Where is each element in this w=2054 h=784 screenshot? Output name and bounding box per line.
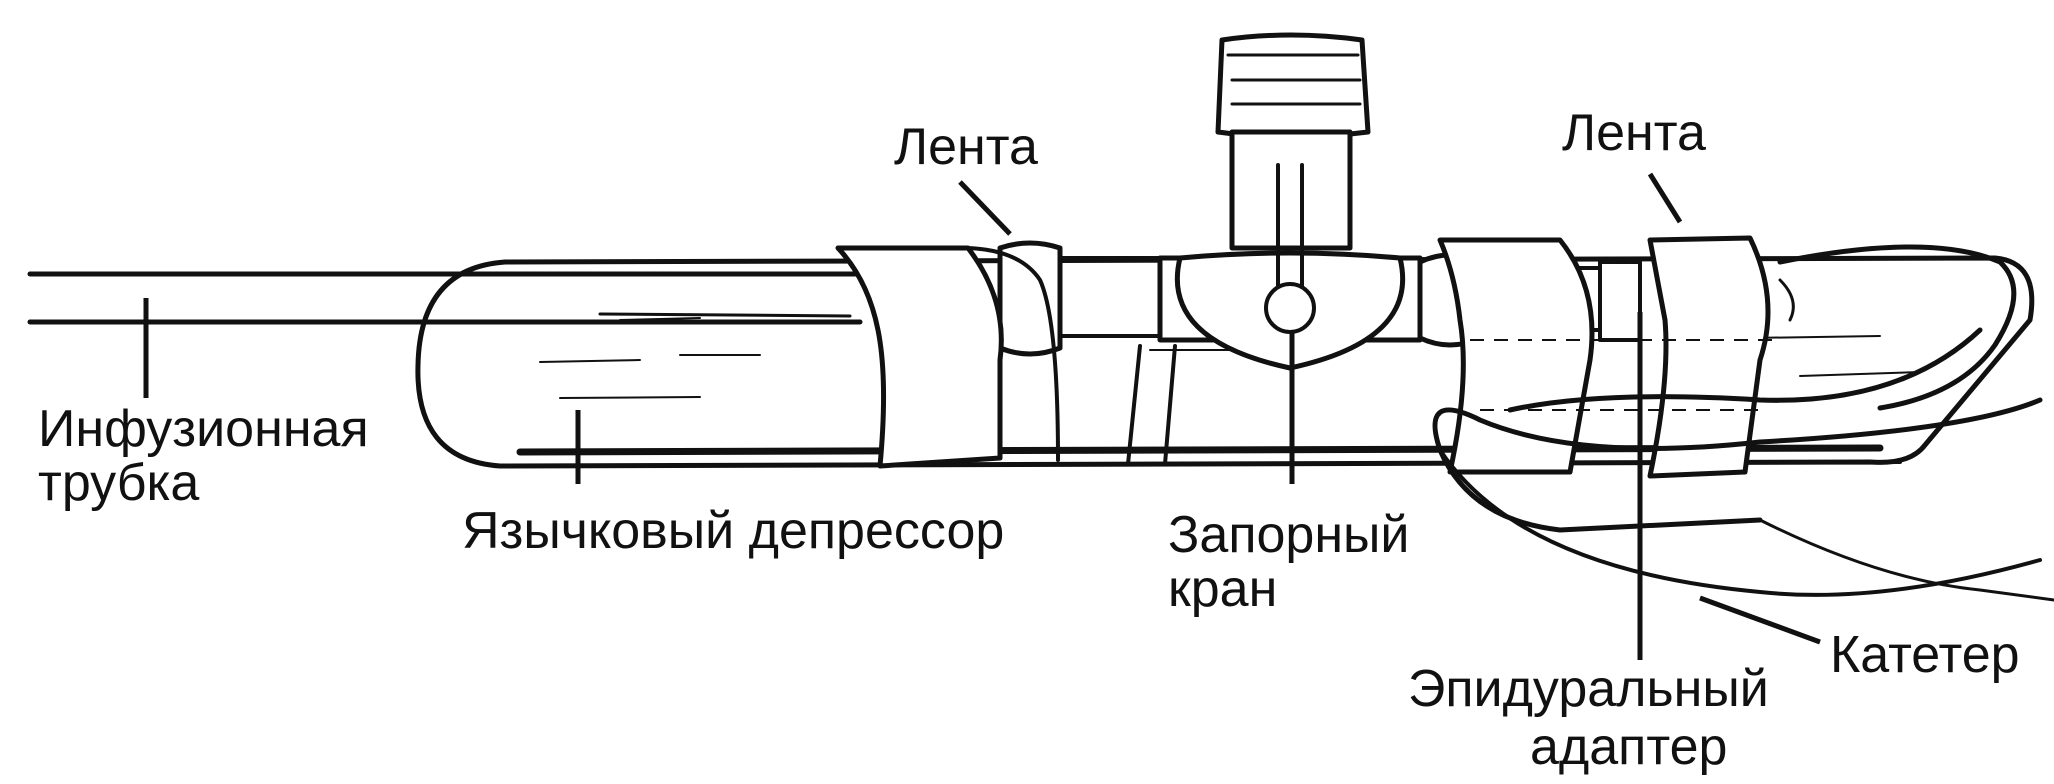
- stopcock: [1126, 32, 1423, 466]
- label-stopcock-line2: кран: [1168, 560, 1277, 618]
- tube-connector: [997, 240, 1162, 357]
- label-epidural-adapter-line1: Эпидуральный: [1408, 660, 1769, 718]
- tape-left: [835, 245, 1060, 469]
- label-infusion-tube-line2: трубка: [38, 454, 199, 512]
- leader-tape-right: [1647, 172, 1683, 224]
- labels: Инфузионная трубка Язычковый депрессор Л…: [38, 104, 2020, 776]
- leader-lines: [143, 172, 1821, 660]
- label-infusion-tube-line1: Инфузионная: [38, 400, 369, 458]
- label-stopcock-line1: Запорный: [1168, 506, 1409, 564]
- label-tape-right: Лента: [1562, 104, 1706, 162]
- label-tongue-depressor: Язычковый депрессор: [462, 502, 1004, 560]
- leader-tape-left: [958, 180, 1012, 236]
- label-catheter: Катетер: [1830, 626, 2020, 684]
- label-epidural-adapter-line2: адаптер: [1530, 718, 1727, 776]
- infusion-tube: [27, 271, 863, 325]
- tape-right: [1437, 235, 1795, 479]
- leader-catheter: [1699, 595, 1821, 645]
- catheter: [1432, 327, 2054, 602]
- label-tape-left: Лента: [894, 118, 1038, 176]
